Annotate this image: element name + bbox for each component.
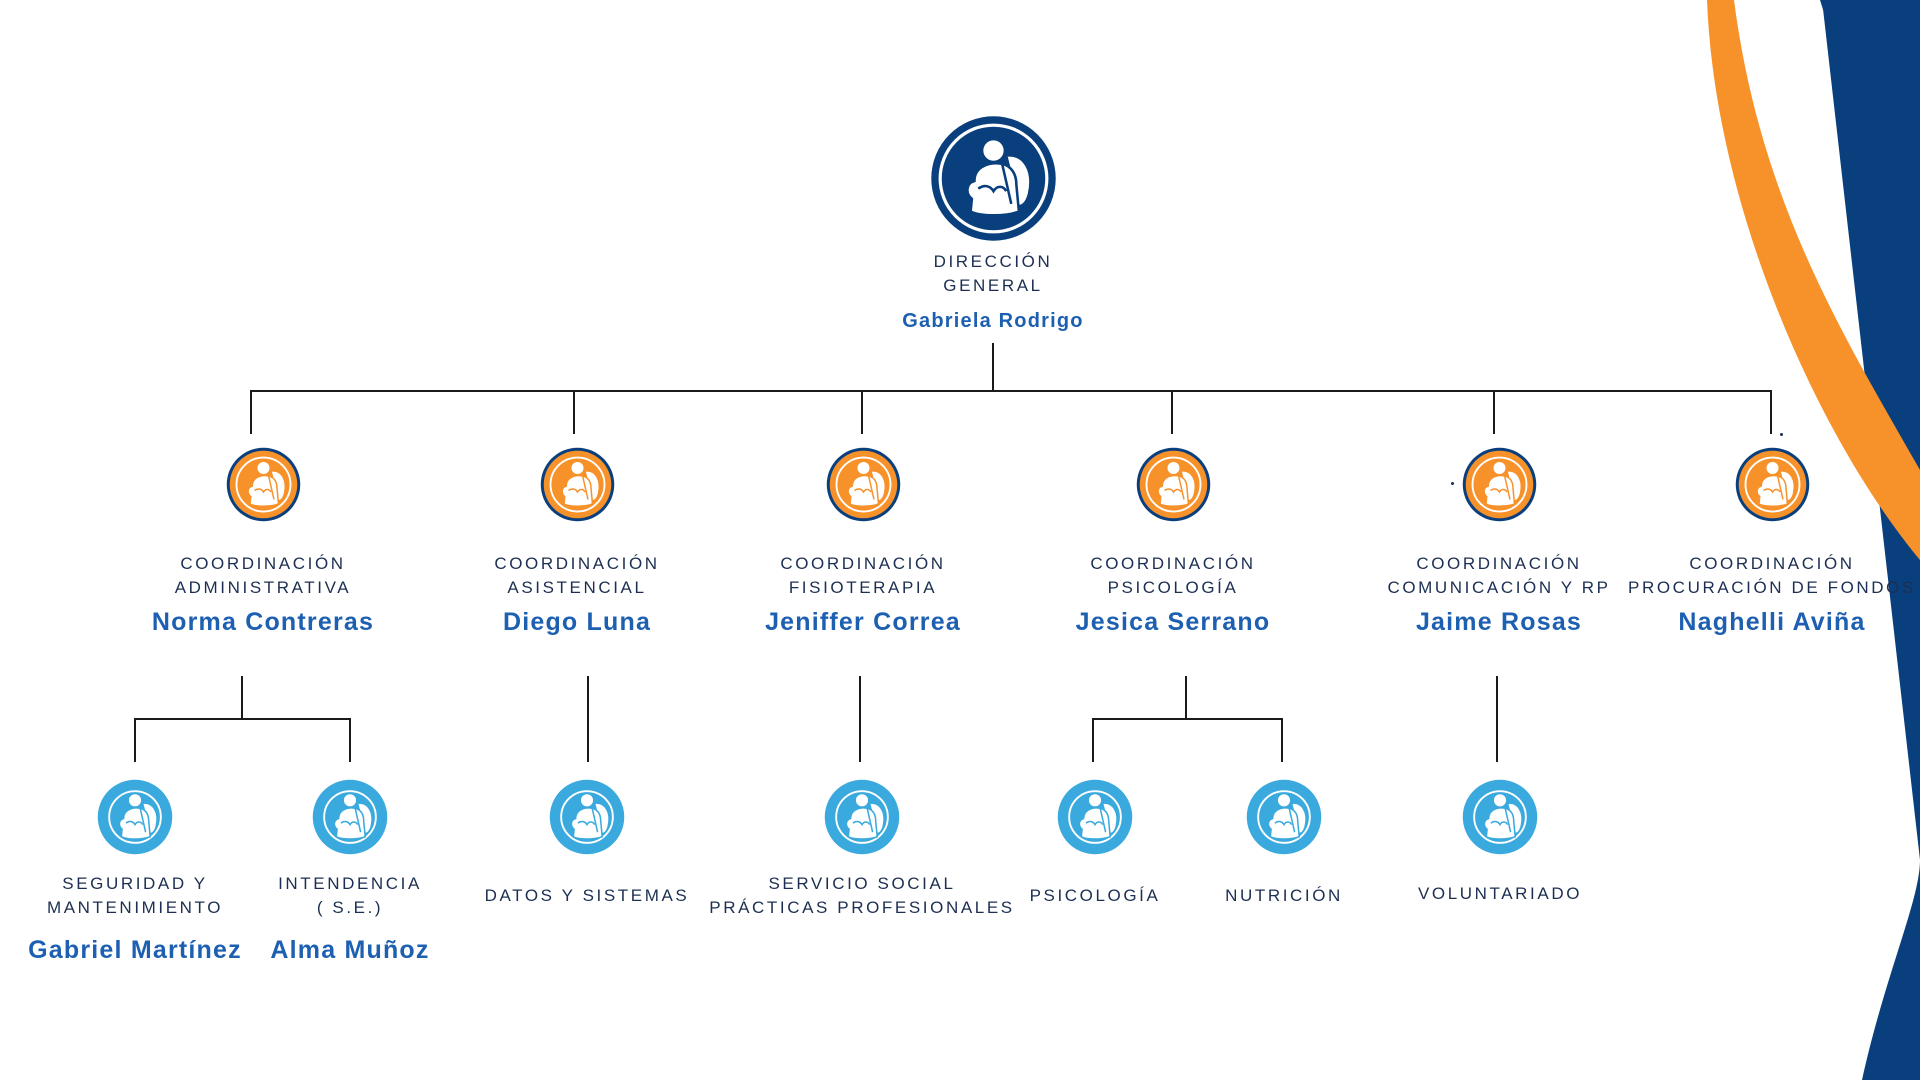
unit-node-2-title-line: ( S.E.)	[316, 898, 384, 917]
coordination-node-1-avatar	[226, 447, 301, 527]
decorative-dot	[1780, 433, 1783, 436]
unit-node-7-avatar	[1462, 779, 1538, 860]
decorative-dot	[1451, 482, 1454, 485]
angel-icon	[824, 779, 900, 855]
unit-node-2: INTENDENCIA ( S.E.) Alma Muñoz	[170, 872, 530, 965]
angel-icon	[826, 447, 900, 522]
coordination-node-5-avatar	[1462, 447, 1537, 527]
angel-icon	[540, 447, 614, 522]
unit-node-5: PSICOLOGÍA	[915, 884, 1275, 908]
coordination-node-5-person-name: Jaime Rosas	[1415, 608, 1583, 636]
coordination-node-3-title-line: FISIOTERAPIA	[788, 578, 938, 597]
angel-icon	[1136, 447, 1210, 522]
unit-node-4: SERVICIO SOCIAL PRÁCTICAS PROFESIONALES	[682, 872, 1042, 920]
coordination-node-3-person-name: Jeniffer Correa	[765, 608, 961, 636]
coordination-node-3-avatar	[826, 447, 901, 527]
unit-node-4-title-line: SERVICIO SOCIAL	[768, 874, 956, 893]
coordination-node-3-title-line: COORDINACIÓN	[780, 554, 946, 573]
direccion-general-node-avatar	[930, 115, 1057, 247]
unit-node-4-avatar	[824, 779, 900, 860]
unit-node-4-title-line: PRÁCTICAS PROFESIONALES	[709, 898, 1015, 917]
unit-node-2-title-line: INTENDENCIA	[278, 874, 422, 893]
direccion-general-node-title-line: GENERAL	[943, 276, 1043, 295]
navy-band	[1820, 0, 1920, 270]
coordination-node-4-title-line: COORDINACIÓN	[1090, 554, 1256, 573]
angel-icon	[1057, 779, 1133, 855]
orange-swoosh	[1707, 0, 1920, 560]
coordination-node-1-title-line: ADMINISTRATIVA	[174, 578, 352, 597]
unit-node-1-person-name: Gabriel Martínez	[28, 936, 242, 964]
unit-node-1-title-line: SEGURIDAD Y	[62, 874, 208, 893]
angel-icon	[312, 779, 388, 855]
unit-node-2-person-name: Alma Muñoz	[270, 936, 430, 964]
unit-node-1-avatar	[97, 779, 173, 860]
angel-icon	[549, 779, 625, 855]
coordination-node-4-person-name: Jesica Serrano	[1075, 608, 1271, 636]
coordination-node-2-avatar	[540, 447, 615, 527]
unit-node-5-title-line: PSICOLOGÍA	[1029, 886, 1161, 905]
angel-icon	[930, 116, 1056, 241]
navy-swoosh	[1822, 0, 1920, 1080]
direccion-general-node-person-name: Gabriela Rodrigo	[902, 310, 1084, 332]
angel-icon	[226, 447, 300, 522]
coordination-node-6-avatar	[1735, 447, 1810, 527]
coordination-node-2: COORDINACIÓN ASISTENCIAL Diego Luna	[397, 552, 757, 637]
angel-icon	[1735, 447, 1809, 522]
coordination-node-1-title-line: COORDINACIÓN	[180, 554, 346, 573]
coordination-node-2-title-line: COORDINACIÓN	[494, 554, 660, 573]
coordination-node-1: COORDINACIÓN ADMINISTRATIVA Norma Contrera…	[83, 552, 443, 637]
unit-node-7-title-line: VOLUNTARIADO	[1417, 884, 1583, 903]
coordination-node-4: COORDINACIÓN PSICOLOGÍA Jesica Serrano	[993, 552, 1353, 637]
angel-icon	[1462, 447, 1536, 522]
coordination-node-6-title-line: COORDINACIÓN	[1689, 554, 1855, 573]
unit-node-6-avatar	[1246, 779, 1322, 860]
coordination-node-5: COORDINACIÓN COMUNICACIÓN Y RP Jaime Rosas	[1319, 552, 1679, 637]
unit-node-1-title-line: MANTENIMIENTO	[46, 898, 224, 917]
coordination-node-2-person-name: Diego Luna	[502, 608, 652, 636]
unit-node-3: DATOS Y SISTEMAS	[407, 884, 767, 908]
coordination-node-2-title-line: ASISTENCIAL	[507, 578, 647, 597]
unit-node-6-title-line: NUTRICIÓN	[1225, 886, 1343, 905]
coordination-node-5-title-line: COMUNICACIÓN Y RP	[1387, 578, 1611, 597]
coordination-node-1-person-name: Norma Contreras	[151, 608, 375, 636]
coordination-node-3: COORDINACIÓN FISIOTERAPIA Jeniffer Correa	[683, 552, 1043, 637]
direccion-general-node: DIRECCIÓN GENERAL Gabriela Rodrigo	[813, 250, 1173, 333]
angel-icon	[97, 779, 173, 855]
unit-node-5-avatar	[1057, 779, 1133, 860]
coordination-node-6-title-line: PROCURACIÓN DE FONDOS	[1628, 578, 1916, 597]
coordination-node-6-person-name: Naghelli Aviña	[1678, 608, 1866, 636]
unit-node-3-title-line: DATOS Y SISTEMAS	[484, 886, 690, 905]
unit-node-1: SEGURIDAD Y MANTENIMIENTO Gabriel Martínez	[0, 872, 315, 965]
coordination-node-6: COORDINACIÓN PROCURACIÓN DE FONDOS Naghell…	[1592, 552, 1920, 637]
coordination-node-4-avatar	[1136, 447, 1211, 527]
unit-node-6: NUTRICIÓN	[1104, 884, 1464, 908]
angel-icon	[1462, 779, 1538, 855]
direccion-general-node-title-line: DIRECCIÓN	[933, 252, 1053, 271]
coordination-node-5-title-line: COORDINACIÓN	[1416, 554, 1582, 573]
unit-node-7: VOLUNTARIADO	[1320, 882, 1680, 906]
coordination-node-4-title-line: PSICOLOGÍA	[1107, 578, 1239, 597]
unit-node-2-avatar	[312, 779, 388, 860]
angel-icon	[1246, 779, 1322, 855]
unit-node-3-avatar	[549, 779, 625, 860]
